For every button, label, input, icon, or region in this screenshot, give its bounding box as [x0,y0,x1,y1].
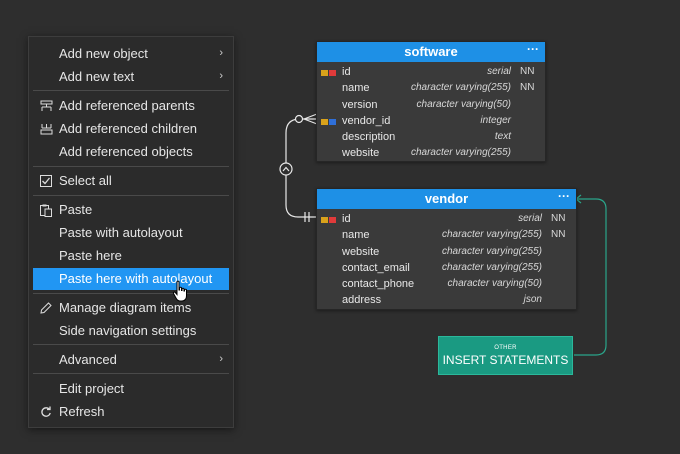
column-name: description [342,131,396,144]
menu-divider [33,373,229,374]
chevron-right-icon: › [219,353,223,365]
referenced-parents-icon [39,95,53,117]
checkbox-icon [39,170,53,192]
context-menu: Add new object › Add new text › Add refe… [28,36,234,428]
column-name: version [342,98,378,111]
table-title: vendor [424,191,469,206]
primary-key-icon [321,68,337,76]
column-type: character varying(255) [441,245,542,257]
table-menu-icon[interactable]: ··· [527,42,539,56]
column-not-null: NN [520,82,535,94]
note-insert-statements[interactable]: OTHER INSERT STATEMENTS [438,336,573,375]
chevron-up-icon [282,166,290,172]
menu-item-select-all[interactable]: Select all [33,170,229,192]
menu-item-add-referenced-objects[interactable]: Add referenced objects [59,144,193,159]
column-row[interactable]: description text [317,129,545,145]
hand-cursor-icon [172,280,187,302]
column-row[interactable]: name character varying(255) NN [317,80,545,96]
column-name: website [342,147,380,160]
menu-item-paste[interactable]: Paste [33,199,229,221]
column-type: text [494,131,511,143]
chevron-right-icon: › [219,47,223,59]
column-name: contact_email [342,261,410,274]
menu-divider [33,344,229,345]
column-type: serial [518,213,542,224]
column-name: contact_phone [342,278,415,291]
menu-item-manage-diagram-items[interactable]: Manage diagram items [33,297,229,319]
column-name: id [342,66,351,78]
menu-divider [33,293,229,294]
menu-item-advanced[interactable]: Advanced › [33,349,229,371]
primary-key-icon [321,215,337,223]
column-row[interactable]: website character varying(255) [317,244,576,260]
relation-crowfoot [303,118,318,125]
column-row[interactable]: id serial NN [317,64,545,80]
column-type: character varying(50) [447,278,542,290]
column-type: character varying(255) [410,82,511,94]
relation-crowfoot [303,113,318,120]
menu-item-add-new-text[interactable]: Add new text › [33,66,229,88]
column-not-null: NN [520,66,535,77]
table-title: software [404,44,458,59]
column-type: character varying(255) [441,261,542,273]
column-not-null: NN [551,213,566,224]
chevron-right-icon: › [219,70,223,82]
menu-item-paste-here-with-autolayout[interactable]: Paste here with autolayout [33,268,229,290]
column-name: vendor_id [342,114,391,127]
column-name: website [342,245,380,258]
column-row[interactable]: vendor_id integer [317,113,545,129]
menu-divider [33,90,229,91]
column-row[interactable]: name character varying(255) NN [317,227,576,243]
foreign-key-icon [321,117,337,125]
note-link-line[interactable] [574,198,607,356]
column-name: name [342,229,370,242]
table-header[interactable]: software ··· [317,42,545,62]
menu-item-refresh[interactable]: Refresh [33,401,229,423]
menu-divider [33,166,229,167]
menu-item-add-referenced-children[interactable]: Add referenced children [33,118,229,140]
note-title: INSERT STATEMENTS [442,353,569,367]
column-type: character varying(255) [410,147,511,159]
refresh-icon [39,401,53,423]
menu-item-add-referenced-parents[interactable]: Add referenced parents [33,95,229,117]
menu-item-edit-project[interactable]: Edit project [59,381,125,396]
column-name: id [342,213,351,225]
referenced-children-icon [39,118,53,140]
column-type: character varying(255) [441,229,542,241]
column-row[interactable]: website character varying(255) [317,145,545,161]
column-type: integer [480,114,511,126]
menu-item-add-new-object[interactable]: Add new object › [33,43,229,65]
menu-divider [33,195,229,196]
column-row[interactable]: contact_email character varying(255) [317,260,576,276]
table-menu-icon[interactable]: ··· [558,189,570,203]
relation-optional-marker [294,114,304,124]
column-row[interactable]: version character varying(50) [317,97,545,113]
menu-item-paste-with-autolayout[interactable]: Paste with autolayout [59,225,183,240]
menu-item-side-navigation-settings[interactable]: Side navigation settings [59,323,197,338]
column-type: json [523,294,542,306]
column-name: name [342,82,370,95]
menu-item-paste-here[interactable]: Paste here [59,248,122,263]
table-header[interactable]: vendor ··· [317,189,576,209]
column-not-null: NN [551,229,566,241]
column-type: character varying(50) [416,98,511,110]
note-category: OTHER [494,345,517,351]
column-name: address [342,294,382,307]
column-row[interactable]: contact_phone character varying(50) [317,276,576,292]
relation-collapse-icon[interactable] [279,162,293,176]
paste-icon [39,199,53,221]
column-type: serial [487,66,511,77]
column-row[interactable]: id serial NN [317,211,576,227]
pencil-icon [39,297,53,319]
column-row[interactable]: address json [317,292,576,308]
